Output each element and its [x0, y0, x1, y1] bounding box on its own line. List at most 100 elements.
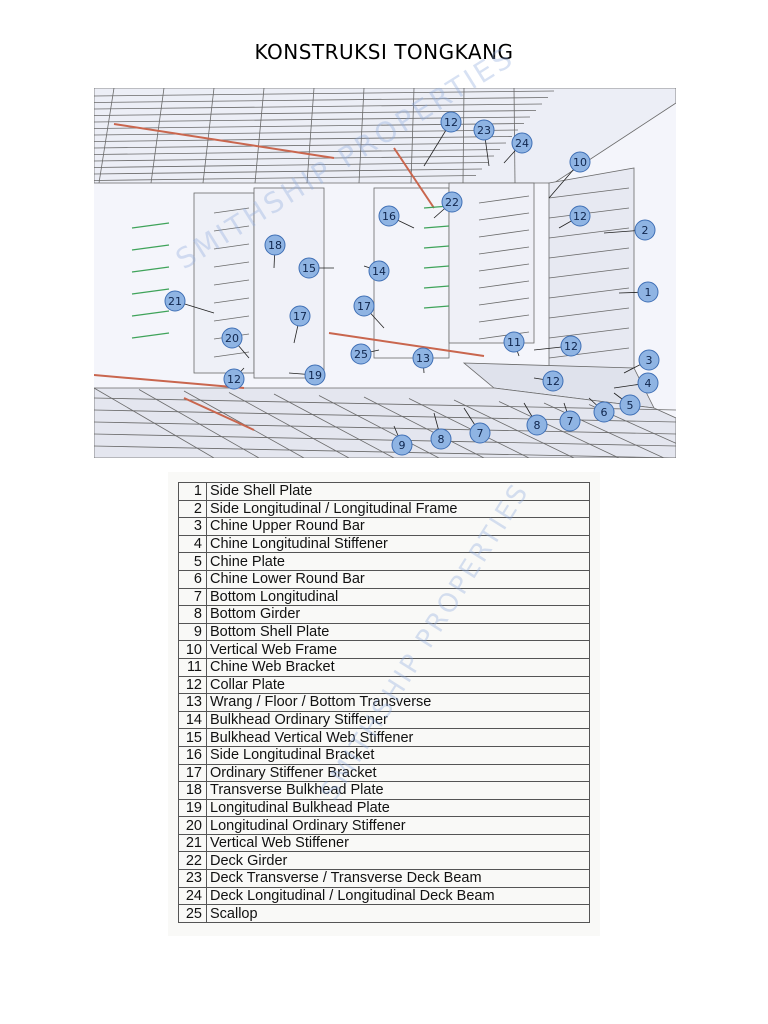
bracket-line [131, 266, 170, 273]
callout-circle [412, 347, 434, 369]
deck-longitudinal-line [410, 88, 415, 184]
part-name: Deck Girder [206, 851, 590, 871]
callout-circle [526, 414, 548, 436]
web-stiffener-line [478, 331, 530, 340]
callout-label: 8 [438, 433, 445, 446]
part-number: 4 [178, 534, 207, 554]
bottom-longitudinal-line [543, 402, 665, 458]
part-number: 17 [178, 763, 207, 783]
callout-19: 19 [304, 364, 326, 386]
part-number: 2 [178, 499, 207, 519]
part-number: 16 [178, 745, 207, 765]
bottom-longitudinal-line [408, 398, 530, 458]
bottom-transverse-line [94, 445, 676, 458]
bracket-line [423, 265, 450, 269]
callout-circle [637, 281, 659, 303]
web-stiffener-line [478, 229, 530, 238]
part-number: 9 [178, 622, 207, 642]
part-number: 25 [178, 904, 207, 923]
part-name: Side Longitudinal / Longitudinal Frame [206, 499, 590, 519]
bulkhead-stiffener-line [213, 297, 250, 304]
callout-circle [637, 372, 659, 394]
callout-23: 23 [473, 119, 495, 141]
callout-circle [298, 257, 320, 279]
callout-label: 15 [302, 262, 316, 275]
part-number: 14 [178, 710, 207, 730]
callout-circle [368, 260, 390, 282]
part-number: 12 [178, 675, 207, 695]
bottom-longitudinal-line [453, 399, 575, 458]
bottom-longitudinal-line [138, 389, 260, 458]
callout-13: 13 [412, 347, 434, 369]
callout-2: 2 [634, 219, 656, 241]
part-number: 19 [178, 798, 207, 818]
page-title: KONSTRUKSI TONGKANG [254, 40, 514, 64]
deck-beam-line [94, 97, 549, 103]
callout-17: 17 [353, 295, 375, 317]
callout-label: 10 [573, 156, 587, 169]
web-stiffener-line [478, 195, 530, 204]
part-name: Side Longitudinal Bracket [206, 745, 590, 765]
callout-15: 15 [298, 257, 320, 279]
deck-beam-line [94, 168, 483, 175]
callout-17: 17 [289, 305, 311, 327]
part-name: Scallop [206, 904, 590, 923]
callout-label: 22 [445, 196, 459, 209]
callout-label: 16 [382, 210, 396, 223]
part-name: Bottom Longitudinal [206, 587, 590, 607]
callout-circle [164, 290, 186, 312]
part-number: 22 [178, 851, 207, 871]
callout-label: 12 [546, 375, 560, 388]
part-number: 15 [178, 728, 207, 747]
part-name: Longitudinal Bulkhead Plate [206, 798, 590, 818]
part-name: Deck Transverse / Transverse Deck Beam [206, 869, 590, 888]
bulkhead-stiffener-line [213, 261, 250, 268]
part-name: Bulkhead Vertical Web Stiffener [206, 728, 590, 747]
bracket-line [423, 305, 450, 309]
callout-circle [304, 364, 326, 386]
callout-label: 4 [645, 377, 652, 390]
bracket-line [131, 310, 170, 317]
part-name: Bulkhead Ordinary Stiffener [206, 710, 590, 730]
callout-circle [542, 370, 564, 392]
callout-11: 11 [503, 331, 525, 353]
callout-circle [560, 335, 582, 357]
callout-25: 25 [350, 343, 372, 365]
callout-circle [638, 349, 660, 371]
callout-label: 3 [646, 354, 653, 367]
bulkhead-stiffener-line [213, 351, 250, 358]
bulkhead-stiffener-line [213, 279, 250, 286]
callout-circle [264, 234, 286, 256]
deck-longitudinal-line [462, 88, 465, 184]
bottom-longitudinal-line [228, 392, 350, 458]
callout-24: 24 [511, 132, 533, 154]
side-longitudinal-line [548, 327, 630, 339]
part-number: 24 [178, 886, 207, 906]
callout-label: 20 [225, 332, 239, 345]
deck-longitudinal-line [358, 88, 365, 184]
part-name: Transverse Bulkhead Plate [206, 781, 590, 800]
part-number: 11 [178, 657, 207, 677]
callout-circle [441, 191, 463, 213]
web-stiffener-line [478, 263, 530, 272]
deck-beam-line [94, 155, 495, 162]
side-longitudinal-line [548, 307, 630, 319]
part-name: Vertical Web Stiffener [206, 833, 590, 853]
callout-circle [440, 111, 462, 133]
callout-circle [569, 151, 591, 173]
callout-label: 17 [357, 300, 371, 313]
part-number: 21 [178, 833, 207, 853]
callout-12: 12 [560, 335, 582, 357]
callout-12: 12 [440, 111, 462, 133]
